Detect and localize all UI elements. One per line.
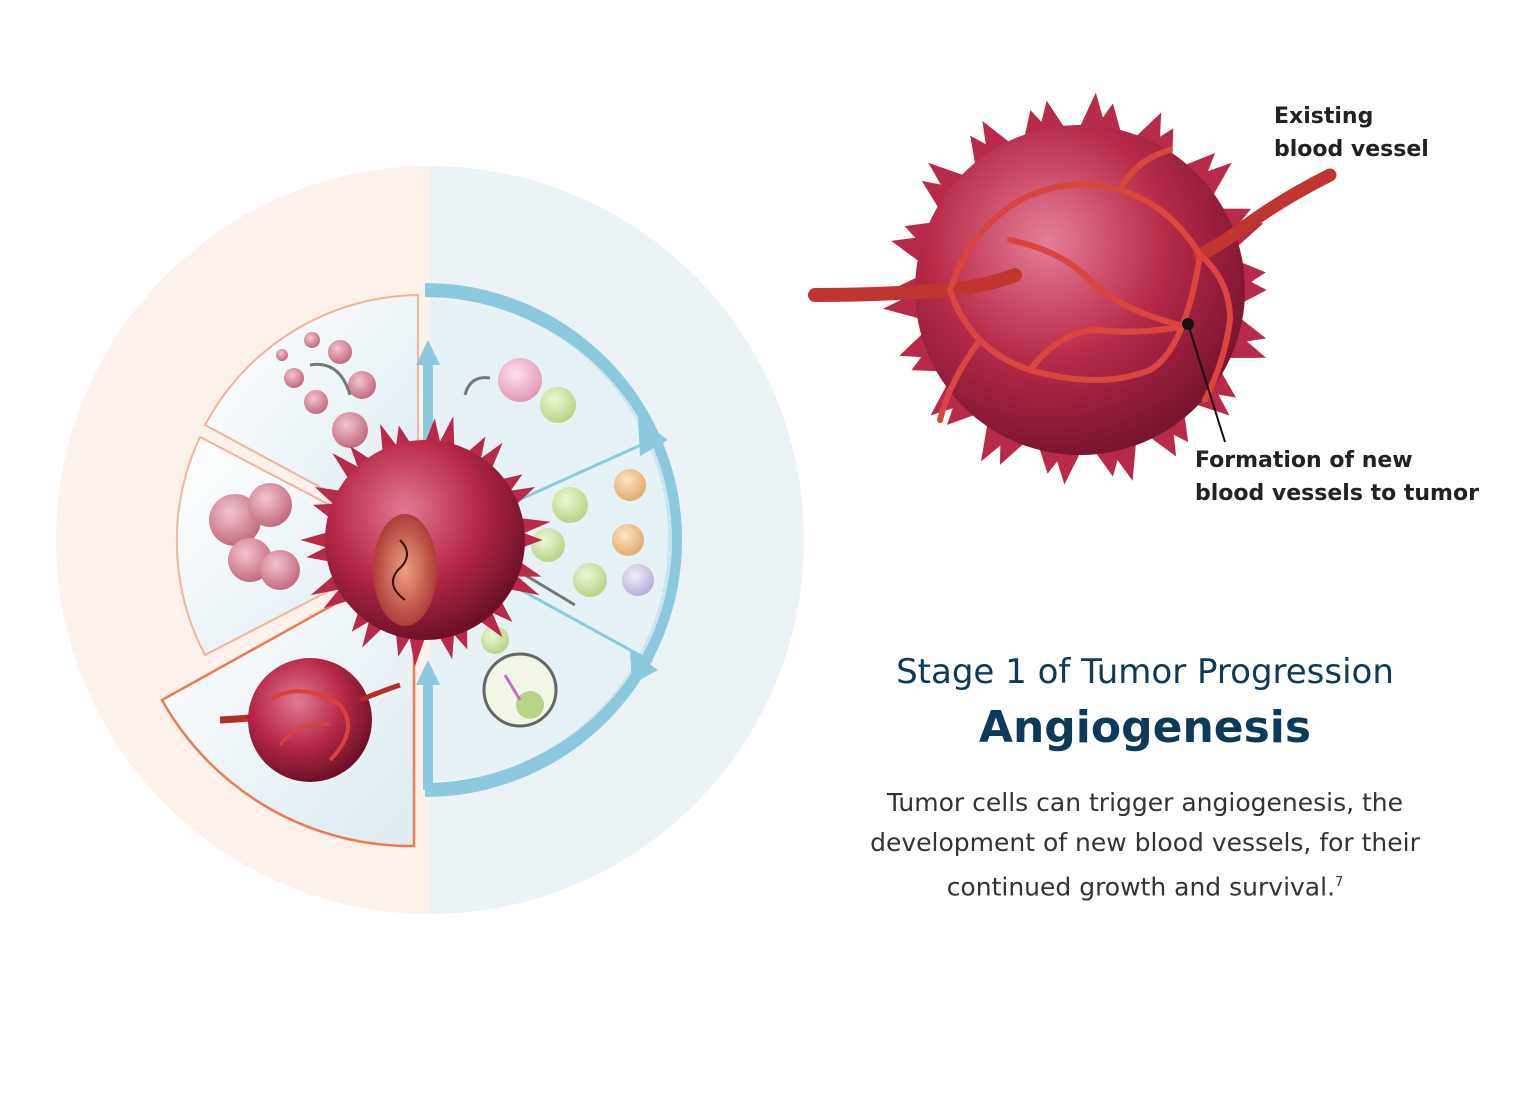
new-vessels — [937, 147, 1234, 423]
tumor-spike — [488, 598, 513, 622]
stage-description: Tumor cells can trigger angiogenesis, th… — [845, 783, 1445, 907]
page-title: Angiogenesis — [978, 702, 1312, 753]
footnote-marker: 7 — [1335, 875, 1344, 890]
description-line-3-text: continued growth and survival. — [946, 872, 1336, 902]
callout-new-line2: blood vessels to tumor — [1195, 481, 1479, 506]
tumor-spike — [970, 135, 1000, 169]
callout-existing-line1: Existing — [1274, 104, 1374, 129]
curved-arrow-right-icon — [463, 376, 491, 396]
tumor-spike — [424, 418, 442, 447]
blood-vessel-right — [1193, 168, 1337, 262]
magnifier-icon — [482, 652, 558, 728]
arrowhead-lower — [630, 650, 658, 684]
tumor-spike — [351, 608, 373, 632]
immune-cell-icon — [481, 358, 654, 654]
callout-existing-line2: blood vessel — [1274, 137, 1429, 162]
callout-new-vessels: Formation of new blood vessels to tumor — [1195, 444, 1479, 510]
shedding-tumor-cells — [276, 332, 376, 448]
central-tumor-cell-icon — [300, 416, 551, 667]
angiogenesis-tumor-illustration — [808, 92, 1337, 485]
curved-arrow-icon — [309, 362, 352, 396]
tumor-cell-icon — [915, 125, 1245, 455]
cycle-arrow-icon — [424, 283, 682, 797]
tumor-spike — [300, 531, 331, 549]
vertical-arrowhead-top — [416, 340, 440, 365]
stage-subtitle: Stage 1 of Tumor Progression — [896, 652, 1394, 692]
wedge-middle-left — [175, 435, 415, 657]
callout-new-line1: Formation of new — [1195, 448, 1413, 473]
pointer-line — [1187, 323, 1226, 443]
callout-existing-vessel: Existing blood vessel — [1274, 100, 1429, 166]
blood-vessel-icon — [808, 268, 1022, 302]
tumor-cluster — [209, 483, 300, 590]
description-line-3: continued growth and survival.7 — [845, 863, 1445, 907]
tumor-spike — [928, 162, 968, 199]
tumor-spike — [947, 393, 979, 425]
description-line-2: development of new blood vessels, for th… — [870, 828, 1420, 857]
vascularized-tumor-icon — [219, 658, 401, 782]
arrowhead-upper — [638, 418, 668, 456]
tumor-spike — [982, 120, 1013, 160]
tumor-spike — [437, 416, 455, 450]
tumor-spike — [1181, 153, 1215, 187]
inhibit-arrow — [524, 573, 576, 607]
tumor-progression-wheel — [56, 166, 804, 914]
tumor-spike — [1147, 420, 1177, 457]
tumor-spike — [517, 517, 551, 535]
vertical-arrowhead-bottom — [416, 660, 440, 685]
tumor-spike — [498, 474, 523, 495]
tumor-spike — [408, 633, 426, 667]
tumor-spike — [519, 531, 543, 549]
description-line-1: Tumor cells can trigger angiogenesis, th… — [886, 788, 1404, 817]
tumor-spike — [1192, 162, 1232, 199]
